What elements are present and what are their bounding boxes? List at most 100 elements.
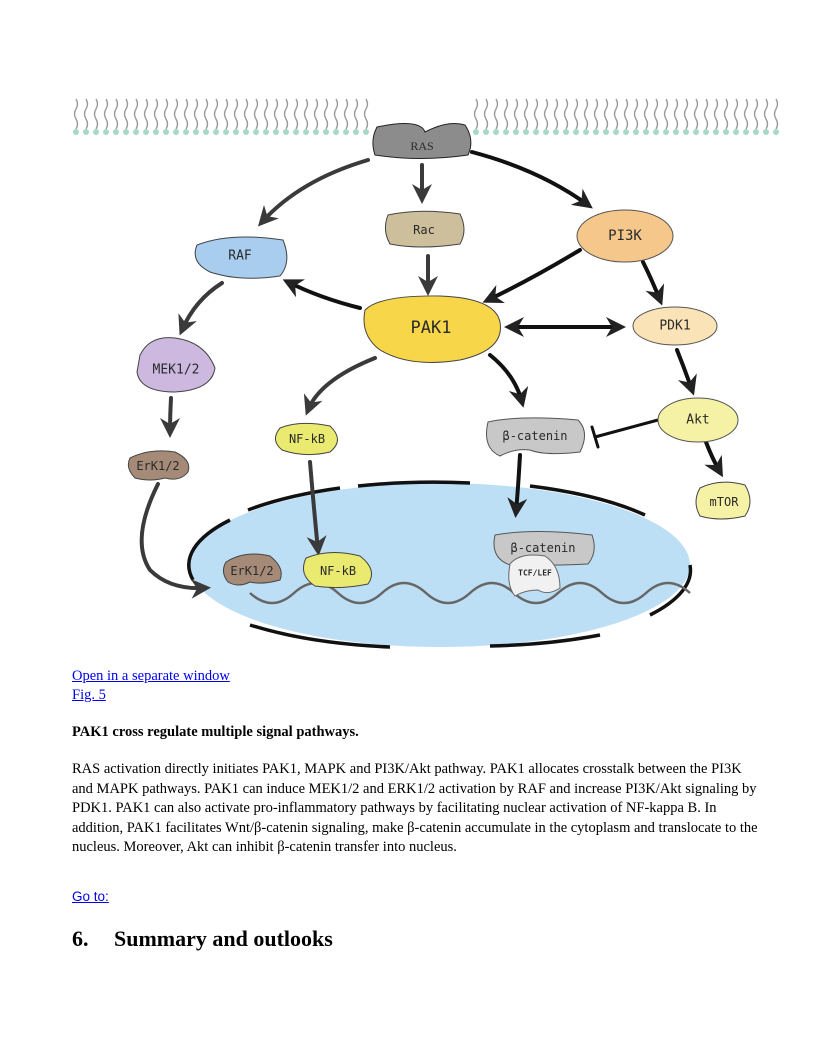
node-erk-nuclear: ErK1/2 [222, 553, 282, 586]
arrow-ras-pi3k [470, 150, 593, 209]
node-mtor: mTOR [695, 481, 751, 520]
arrow-mek-erk [160, 396, 181, 438]
lipid-head [253, 129, 259, 135]
lipid-tail [313, 98, 319, 130]
lipid-tail [263, 98, 269, 130]
section-number: 6. [72, 926, 89, 951]
pathway-arrows [139, 150, 723, 599]
lipid-head [503, 129, 509, 135]
lipid-tail [103, 98, 109, 130]
lipid-tail [123, 98, 129, 130]
cell-membrane [73, 98, 779, 135]
lipid-head [553, 129, 559, 135]
lipid-head [73, 129, 79, 135]
lipid-tail [643, 98, 649, 130]
lipid-tail [363, 98, 369, 130]
lipid-head [703, 129, 709, 135]
lipid-head [333, 129, 339, 135]
lipid-tail [693, 98, 699, 130]
lipid-head [513, 129, 519, 135]
lipid-tail [163, 98, 169, 130]
lipid-head [103, 129, 109, 135]
node-nfkb: NF-kB [275, 422, 338, 456]
arrow-pak1-raf [282, 279, 362, 310]
lipid-head [153, 129, 159, 135]
lipid-head [93, 129, 99, 135]
node-tcf-lef: TCF/LEF [508, 554, 561, 597]
lipid-head [753, 129, 759, 135]
lipid-tail [583, 98, 589, 130]
lipid-tail [213, 98, 219, 130]
arrow-pak1-nfkb [303, 356, 377, 416]
lipid-tail [283, 98, 289, 130]
lipid-head [213, 129, 219, 135]
lipid-head [323, 129, 329, 135]
lipid-head [643, 129, 649, 135]
lipid-head [243, 129, 249, 135]
svg-text:PDK1: PDK1 [659, 319, 690, 334]
lipid-head [743, 129, 749, 135]
lipid-head [573, 129, 579, 135]
figure-caption-title: PAK1 cross regulate multiple signal path… [72, 724, 359, 740]
lipid-head [293, 129, 299, 135]
lipid-tail [633, 98, 639, 130]
node-raf: RAF [194, 236, 288, 279]
lipid-head [543, 129, 549, 135]
arrow-pdk1-akt [675, 348, 697, 396]
node-akt: Akt [657, 397, 739, 443]
lipid-head [223, 129, 229, 135]
node-bcatenin-nuclear: β-catenin [493, 531, 595, 566]
lipid-head [483, 129, 489, 135]
arrow-pi3k-pdk1 [641, 260, 665, 306]
lipid-tail [343, 98, 349, 130]
lipid-head [723, 129, 729, 135]
svg-text:MEK1/2: MEK1/2 [153, 363, 200, 378]
open-in-separate-window-link[interactable]: Open in a separate window [72, 668, 230, 684]
lipid-head [713, 129, 719, 135]
svg-text:TCF/LEF: TCF/LEF [518, 569, 552, 578]
lipid-head [603, 129, 609, 135]
lipid-head [533, 129, 539, 135]
pathway-figure: RAS Rac PI3K RAF PAK1 PDK1 MEK1/2 ErK1/2… [73, 98, 779, 649]
lipid-tail [293, 98, 299, 130]
lipid-head [523, 129, 529, 135]
arrow-akt-mtor [704, 440, 723, 478]
lipid-head [353, 129, 359, 135]
lipid-head [123, 129, 129, 135]
lipid-tail [713, 98, 719, 130]
svg-text:mTOR: mTOR [710, 495, 740, 509]
lipid-tail [233, 98, 239, 130]
lipid-head [143, 129, 149, 135]
lipid-tail [743, 98, 749, 130]
lipid-head [263, 129, 269, 135]
svg-text:Rac: Rac [413, 223, 435, 237]
svg-text:Akt: Akt [686, 413, 709, 428]
lipid-tail [353, 98, 359, 130]
lipid-head [683, 129, 689, 135]
lipid-tail [663, 98, 669, 130]
lipid-tail [143, 98, 149, 130]
lipid-head [583, 129, 589, 135]
lipid-head [623, 129, 629, 135]
lipid-head [663, 129, 669, 135]
lipid-tail [523, 98, 529, 130]
lipid-head [613, 129, 619, 135]
lipid-tail [493, 98, 499, 130]
go-to-link[interactable]: Go to: [72, 889, 109, 904]
node-ras: RAS [372, 122, 472, 159]
lipid-tail [133, 98, 139, 130]
lipid-head [563, 129, 569, 135]
svg-text:β-catenin: β-catenin [510, 541, 575, 555]
figure-link[interactable]: Fig. 5 [72, 687, 106, 703]
svg-text:ErK1/2: ErK1/2 [136, 459, 179, 473]
lipid-tail [763, 98, 769, 130]
lipid-tail [553, 98, 559, 130]
lipid-tail [223, 98, 229, 130]
lipid-head [233, 129, 239, 135]
lipid-head [113, 129, 119, 135]
lipid-tail [333, 98, 339, 130]
lipid-tail [203, 98, 209, 130]
lipid-head [633, 129, 639, 135]
lipid-tail [113, 98, 119, 130]
svg-text:β-catenin: β-catenin [502, 429, 567, 443]
